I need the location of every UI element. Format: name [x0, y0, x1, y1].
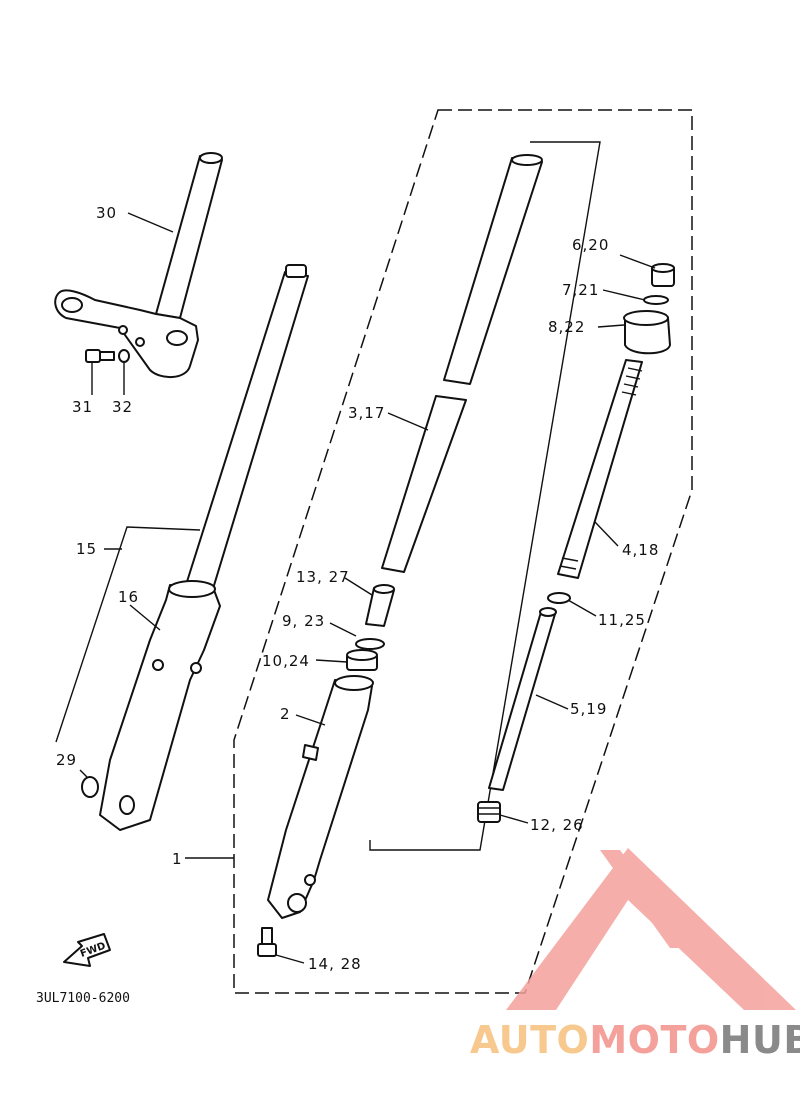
clip-9-23 — [355, 638, 385, 650]
watermark-brand: AUTOMOTOHUB — [470, 1018, 800, 1062]
piston-ring-11-25 — [547, 592, 571, 604]
watermark-moto: MOTO — [589, 1018, 719, 1062]
automotohub-logo-icon — [506, 848, 796, 1010]
bolt-14-28 — [257, 927, 277, 957]
oil-seal-10-24 — [346, 649, 378, 671]
inner-group-bracket — [369, 141, 601, 851]
callout-2: 2 — [280, 705, 291, 723]
spacer-cap-8-22 — [623, 310, 671, 355]
callout-11-25: 11,25 — [598, 611, 646, 629]
callout-15: 15 — [76, 540, 97, 558]
callout-12-26: 12, 26 — [530, 816, 584, 834]
leader-lines — [79, 212, 656, 964]
callout-31: 31 — [72, 398, 93, 416]
washer-32 — [118, 349, 130, 363]
callout-5-19: 5,19 — [570, 700, 607, 718]
steering-stem-30 — [54, 152, 223, 378]
callout-14-28: 14, 28 — [308, 955, 362, 973]
callout-4-18: 4,18 — [622, 541, 659, 559]
diagram-code: 3UL7100-6200 — [36, 991, 130, 1006]
watermark-hub: HUB — [720, 1018, 800, 1062]
fork-15-bracket — [55, 526, 201, 743]
damper-rod-5-19 — [488, 607, 557, 791]
watermark-auto: AUTO — [470, 1018, 589, 1062]
callout-3-17: 3,17 — [348, 404, 385, 422]
callout-29: 29 — [56, 751, 77, 769]
callout-30: 30 — [96, 204, 117, 222]
collar-13-27 — [365, 584, 395, 627]
callout-9-23: 9, 23 — [282, 612, 325, 630]
callout-7-21: 7,21 — [562, 281, 599, 299]
fork-spring-4-18 — [557, 359, 643, 579]
outer-tube-2 — [267, 675, 374, 919]
callout-10-24: 10,24 — [262, 652, 310, 670]
cap-bolt-6-20 — [651, 263, 675, 287]
callout-1: 1 — [172, 850, 183, 868]
callout-32: 32 — [112, 398, 133, 416]
fwd-arrow-icon: FWD — [63, 933, 111, 967]
callout-13-27: 13, 27 — [296, 568, 350, 586]
washer-29 — [81, 776, 99, 798]
rebound-spring-12-26 — [477, 801, 501, 823]
fork-assembly-15 — [99, 264, 309, 831]
bolt-31 — [85, 349, 115, 363]
callout-16: 16 — [118, 588, 139, 606]
inner-tube-3-17 — [381, 154, 543, 573]
o-ring-7-21 — [643, 295, 669, 305]
callout-6-20: 6,20 — [572, 236, 609, 254]
callout-8-22: 8,22 — [548, 318, 585, 336]
